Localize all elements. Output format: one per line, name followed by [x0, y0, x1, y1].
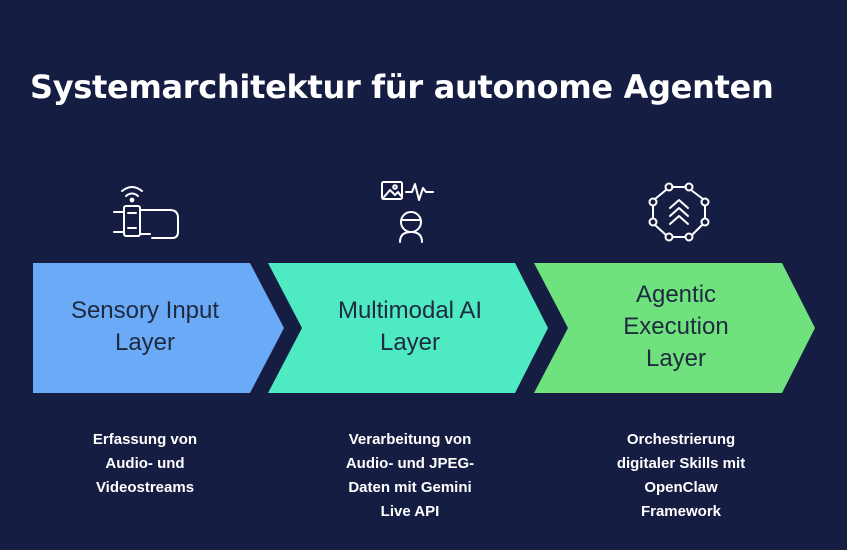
stage-label-line: Multimodal AI — [337, 297, 483, 324]
stage-arrow-agentic-execution — [534, 263, 815, 393]
stage-label-multimodal-ai: Multimodal AI Layer — [305, 295, 515, 359]
stage-label-sensory-input: Sensory Input Layer — [40, 295, 250, 359]
description-line: Verarbeitung von — [348, 431, 472, 448]
stage-arrow-multimodal-ai — [268, 263, 548, 393]
description-line: Daten mit Gemini — [348, 479, 472, 496]
stage-label-line: Execution — [623, 313, 729, 340]
stage-description-agentic-execution: Orchestrierung digitaler Skills mit Open… — [576, 428, 786, 524]
network-hub-icon — [648, 182, 710, 242]
wrist-sensor-icon — [113, 186, 179, 239]
multimodal-ai-icon — [381, 181, 434, 243]
description-line: Videostreams — [95, 479, 195, 496]
description-line: Erfassung von — [92, 431, 198, 448]
description-line: Audio- und — [105, 455, 185, 472]
stage-arrow-sensory-input — [33, 263, 284, 393]
stage-label-agentic-execution: Agentic Execution Layer — [571, 279, 781, 375]
stage-label-line: Agentic — [635, 281, 717, 308]
description-line: Framework — [640, 503, 722, 520]
description-line: Audio- und JPEG- — [345, 455, 475, 472]
description-line: OpenClaw — [644, 479, 718, 496]
stage-label-line: Sensory Input — [70, 297, 220, 324]
stage-description-multimodal-ai: Verarbeitung von Audio- und JPEG- Daten … — [310, 428, 510, 524]
description-line: Live API — [380, 503, 440, 520]
description-line: Orchestrierung — [626, 431, 736, 448]
diagram-title: Systemarchitektur für autonome Agenten — [30, 68, 774, 106]
stage-label-line: Layer — [645, 345, 707, 372]
stage-description-sensory-input: Erfassung von Audio- und Videostreams — [45, 428, 245, 500]
stage-label-line: Layer — [114, 329, 176, 356]
stage-label-line: Layer — [379, 329, 441, 356]
description-line: digitaler Skills mit — [616, 455, 746, 472]
